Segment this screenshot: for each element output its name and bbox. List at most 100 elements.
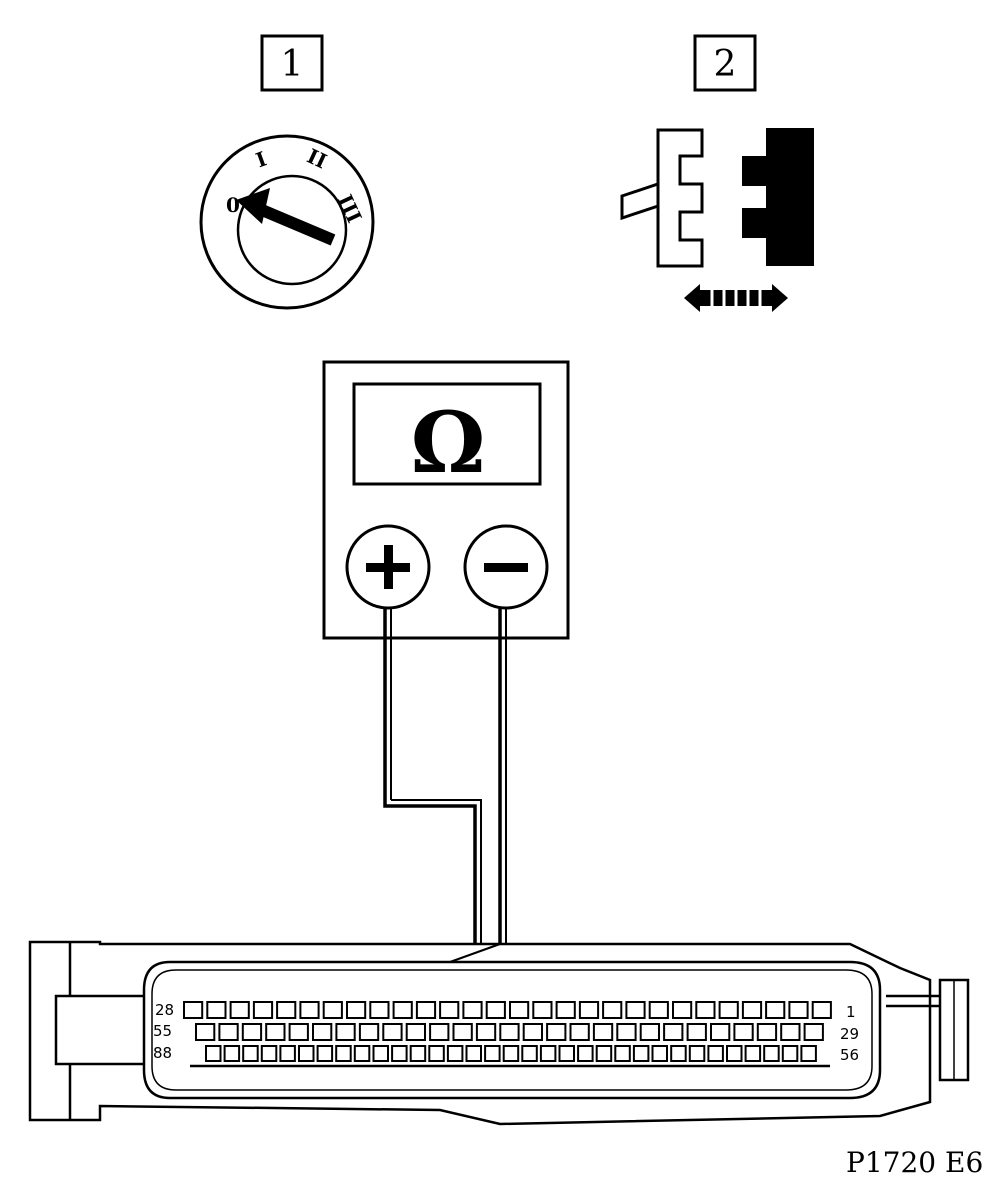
row1-pin-cavity (415, 1001, 437, 1019)
positive-terminal: + (345, 524, 431, 610)
row2-pin-cavity (546, 1023, 567, 1041)
minus-icon (484, 563, 528, 572)
row1-pin-cavity (625, 1001, 646, 1019)
step-1-label: 1 (281, 44, 304, 85)
row2-pin-cavity (756, 1023, 778, 1041)
row1-pin-cavity (765, 1001, 786, 1019)
row3-pin-cavity (688, 1045, 706, 1062)
row3-pin-cavity (632, 1045, 650, 1062)
row1-pin-cavity (485, 1001, 506, 1019)
row2-pin-cavity (733, 1023, 754, 1041)
row1-pin-cavity (672, 1001, 693, 1019)
row1-pin-cavity (439, 1001, 460, 1019)
key-arrow-icon (236, 188, 336, 246)
row3-pin-cavity (800, 1045, 817, 1062)
position-0-mark: 0 (226, 193, 240, 217)
row3-pin-cavity (372, 1045, 389, 1062)
row3-pin-cavity (670, 1045, 687, 1062)
row2-pin-cavity (429, 1023, 450, 1041)
row3-pin-cavity (558, 1045, 575, 1062)
ohm-symbol: Ω (411, 393, 486, 492)
row2-pin-cavity (499, 1023, 520, 1041)
row2-pin-cavity (686, 1023, 707, 1041)
row2-pin-cavity (663, 1023, 684, 1041)
double-arrow-icon (684, 284, 788, 312)
row3-pin-cavity (651, 1045, 668, 1062)
row3-pin-cavity (242, 1045, 259, 1062)
row3-pin-cavity (484, 1045, 501, 1062)
connector-disconnect-icon (620, 128, 814, 312)
figure-code: P1720 E6 (846, 1146, 983, 1179)
row3-pin-cavity (539, 1045, 557, 1062)
row1-pin-cavity (509, 1001, 530, 1019)
row2-right-pin-number: 29 (840, 1025, 859, 1043)
row3-pin-cavity (726, 1045, 743, 1062)
row1-pin-cavity (392, 1001, 413, 1019)
row2-pin-cavity (288, 1023, 309, 1041)
row3-left-pin-number: 88 (153, 1044, 172, 1062)
row1-pin-cavity (299, 1001, 320, 1019)
negative-terminal: − (463, 524, 549, 610)
row1-left-pin-number: 28 (155, 1001, 174, 1019)
row1-pin-cavity (578, 1001, 600, 1019)
row3-pin-cavity (335, 1045, 352, 1062)
row2-pin-cavity (358, 1023, 380, 1041)
step-1-box: 1 (260, 34, 324, 92)
row3-pin-cavity (763, 1045, 780, 1062)
pin-rows (183, 1001, 832, 1062)
row3-pin-cavity (707, 1045, 724, 1062)
row3-right-pin-number: 56 (840, 1046, 859, 1064)
row2-pin-cavity (710, 1023, 731, 1041)
row2-pin-cavity (803, 1023, 824, 1041)
row3-pin-cavity (260, 1045, 278, 1062)
ecu-connector: 28 1 55 29 88 56 (28, 940, 970, 1126)
row3-pin-cavity (409, 1045, 427, 1062)
row2-pin-cavity (616, 1023, 637, 1041)
row2-pin-cavity (382, 1023, 403, 1041)
row3-pin-cavity (298, 1045, 315, 1062)
test-leads (383, 608, 507, 1008)
row2-pin-cavity (312, 1023, 333, 1041)
row3-pin-cavity (205, 1045, 222, 1062)
row1-pin-cavity (788, 1001, 809, 1019)
row1-pin-cavity (252, 1001, 274, 1019)
step-2-label: 2 (714, 44, 737, 85)
ohmmeter: Ω + − (322, 360, 570, 640)
positive-test-lead (383, 608, 477, 1008)
row2-left-pin-number: 55 (153, 1022, 172, 1040)
row2-pin-cavity (335, 1023, 356, 1041)
row3-pin-cavity (465, 1045, 482, 1062)
row3-pin-cavity (353, 1045, 371, 1062)
row1-right-pin-number: 1 (846, 1003, 856, 1021)
row3-pin-cavity (577, 1045, 594, 1062)
row2-pin-cavity (522, 1023, 544, 1041)
row1-pin-cavity (276, 1001, 297, 1019)
row3-pin-cavity (614, 1045, 631, 1062)
meter-display (352, 382, 542, 486)
row1-pin-cavity (462, 1001, 483, 1019)
row2-pin-cavity (475, 1023, 497, 1041)
right-latch (886, 978, 970, 1082)
row1-pin-cavity (648, 1001, 669, 1019)
row1-pin-cavity (322, 1001, 343, 1019)
row1-pin-cavity (229, 1001, 250, 1019)
row2-pin-cavity (639, 1023, 661, 1041)
row3-pin-cavity (781, 1045, 799, 1062)
row3-pin-cavity (223, 1045, 241, 1062)
row3-pin-cavity (521, 1045, 538, 1062)
row2-pin-cavity (452, 1023, 473, 1041)
row2-pin-cavity (569, 1023, 590, 1041)
row1-pin-cavity (206, 1001, 227, 1019)
row1-pin-cavity (811, 1001, 832, 1019)
row2-pin-cavity (405, 1023, 427, 1041)
row3-pin-cavity (391, 1045, 408, 1062)
row1-pin-cavity (532, 1001, 553, 1019)
row3-pin-cavity (428, 1045, 445, 1062)
row2-pin-cavity (780, 1023, 801, 1041)
row2-pin-cavity (218, 1023, 239, 1041)
row1-pin-cavity (741, 1001, 763, 1019)
row1-pin-cavity (555, 1001, 576, 1019)
row3-pin-cavity (446, 1045, 464, 1062)
row3-pin-cavity (316, 1045, 334, 1062)
